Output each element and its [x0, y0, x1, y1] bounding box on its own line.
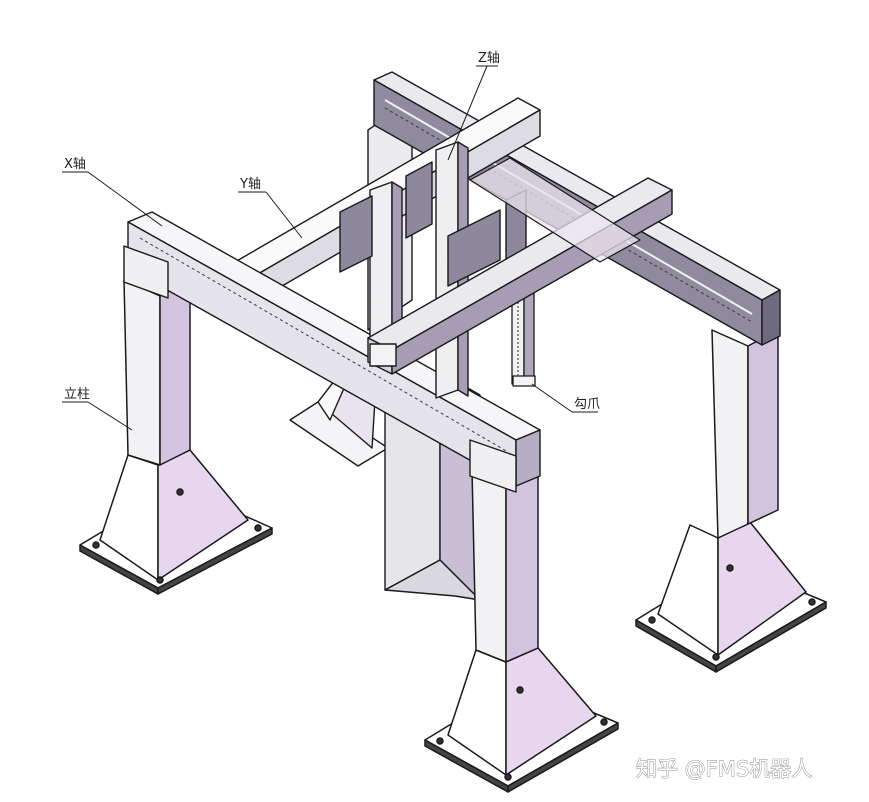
- cross-beam-back: [469, 157, 641, 263]
- column-front-right: [424, 469, 619, 793]
- label-column: 立柱: [64, 387, 90, 402]
- column-back-left: [289, 379, 389, 467]
- label-y-axis: Y轴: [239, 177, 261, 192]
- label-z-axis: Z轴: [478, 51, 500, 66]
- callouts: [62, 65, 598, 431]
- label-gripper: 勾爪: [574, 397, 600, 412]
- label-x-axis: X轴: [64, 157, 86, 172]
- column-right: [635, 329, 827, 673]
- column-front-left: [79, 279, 273, 595]
- watermark: 知乎 @FMS机器人: [636, 757, 812, 781]
